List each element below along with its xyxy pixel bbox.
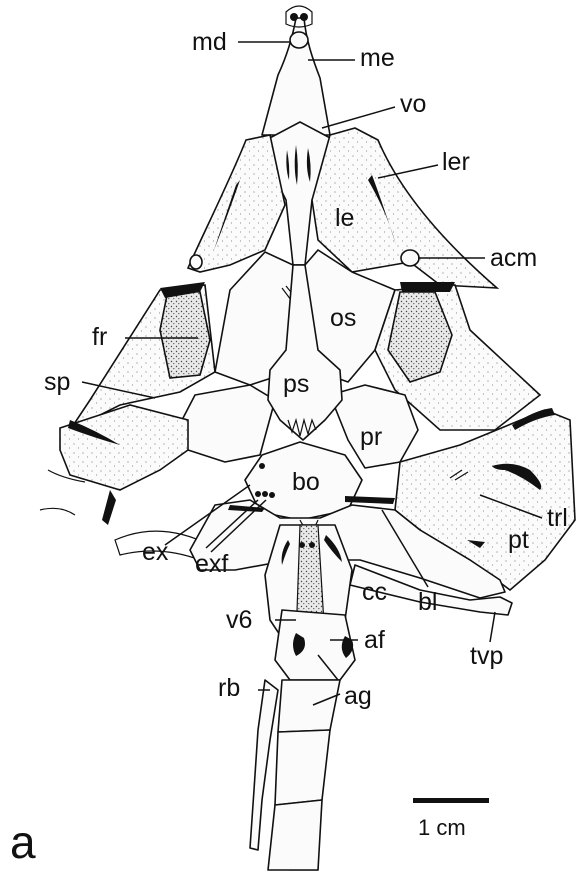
label-fr: fr (92, 323, 107, 351)
label-ler: ler (442, 148, 470, 176)
label-acm: acm (490, 244, 537, 272)
rostrum (262, 6, 330, 135)
label-md: md (192, 28, 227, 56)
label-ex: ex (142, 538, 169, 566)
bl-ridge (345, 496, 395, 504)
label-bl: bl (418, 588, 437, 616)
label-bo: bo (292, 468, 320, 496)
label-rb: rb (218, 674, 240, 702)
scale-bar: 1 cm (413, 798, 489, 840)
label-exf: exf (195, 550, 228, 578)
label-vo: vo (400, 90, 426, 118)
label-trl: trl (547, 504, 568, 532)
prootic-left (182, 385, 275, 462)
label-pr: pr (360, 423, 382, 451)
label-os: os (330, 304, 356, 332)
mesethmoid-disc (290, 32, 308, 48)
vertebra-7 (278, 680, 340, 732)
acm-foramen (401, 250, 419, 266)
frontal-left (160, 290, 210, 378)
label-me: me (360, 44, 395, 72)
vertebra-9 (268, 800, 322, 870)
label-ag: ag (344, 682, 372, 710)
label-af: af (364, 626, 385, 654)
label-ps: ps (283, 370, 309, 398)
panel-label: a (10, 816, 36, 868)
scale-bar-line (413, 798, 489, 803)
label-v6: v6 (226, 606, 252, 634)
lateral-ethmoid-left (188, 135, 285, 272)
label-sp: sp (44, 368, 70, 396)
label-pt: pt (508, 526, 529, 554)
label-le: le (335, 204, 354, 232)
scale-bar-label: 1 cm (418, 815, 466, 840)
vertebra-8 (275, 730, 330, 805)
label-tvp: tvp (470, 642, 503, 670)
label-cc: cc (362, 578, 387, 606)
